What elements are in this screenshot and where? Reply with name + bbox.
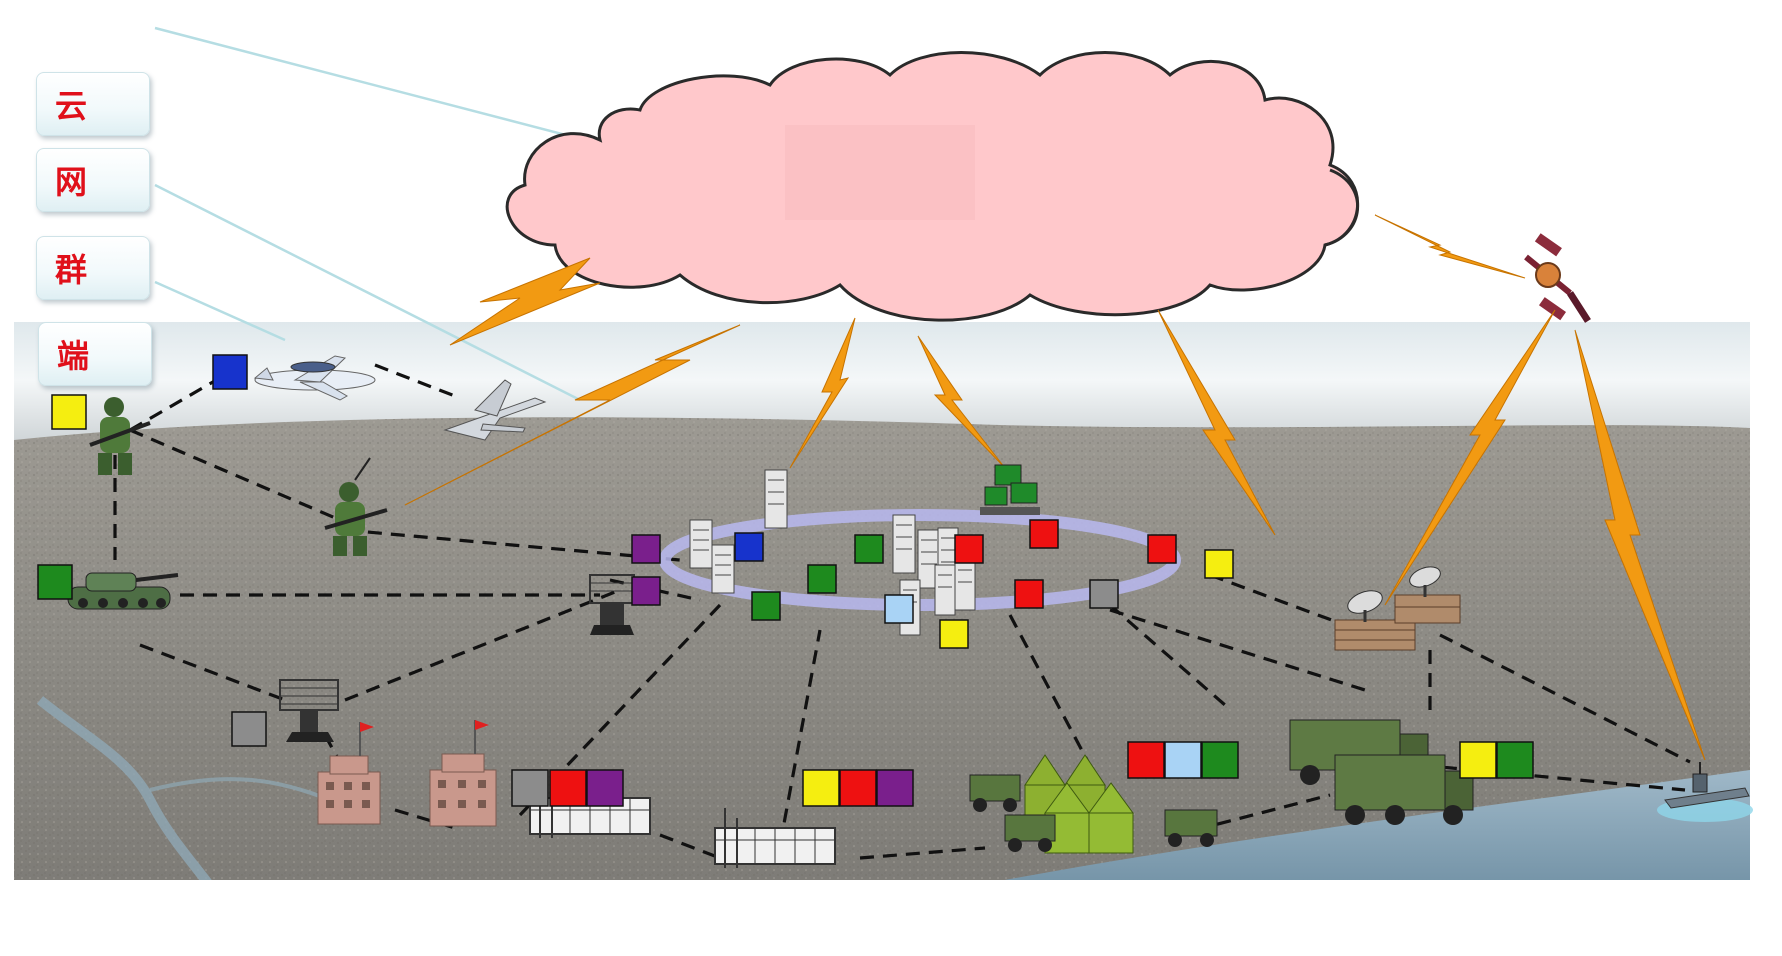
legend-terminal-label: 端 <box>57 337 90 375</box>
service-block <box>1147 534 1177 564</box>
server-rack-icon <box>934 564 956 616</box>
awacs-aircraft-icon <box>253 355 376 401</box>
radar-icon <box>279 679 339 742</box>
service-block <box>1127 741 1165 779</box>
satellite-dish-icon <box>1334 590 1416 651</box>
headquarters-building-icon <box>429 720 497 827</box>
service-block <box>1014 579 1044 609</box>
satellite-dish-icon <box>1394 566 1461 624</box>
military-truck-icon <box>969 774 1021 812</box>
legend-cloud: 云 <box>36 72 150 136</box>
service-block <box>734 532 764 562</box>
legend-cluster-label: 群 <box>55 251 88 289</box>
server-rack-icon <box>954 559 976 611</box>
terrain-background <box>0 300 1782 956</box>
headquarters-building-icon <box>317 722 381 825</box>
military-truck-icon <box>1334 754 1474 825</box>
service-blocks <box>37 354 1534 807</box>
factory-icon <box>714 808 836 868</box>
service-block <box>807 564 837 594</box>
server-rack-icon <box>892 514 916 574</box>
military-truck-icon <box>1164 809 1218 847</box>
service-block <box>511 769 549 807</box>
service-block <box>1496 741 1534 779</box>
tank-icon <box>67 572 179 610</box>
fighter-jet-icon <box>443 379 547 441</box>
service-block <box>954 534 984 564</box>
server-rack-icon <box>764 469 788 529</box>
server-rack-icon <box>689 519 713 569</box>
service-block <box>884 594 914 624</box>
service-block <box>231 711 267 747</box>
service-block <box>939 619 969 649</box>
legend-cluster: 群 <box>36 236 150 300</box>
service-block <box>549 769 587 807</box>
legend-network-label: 网 <box>55 163 88 201</box>
service-block <box>631 534 661 564</box>
satellite-icon <box>1524 233 1591 323</box>
service-block <box>1204 549 1234 579</box>
service-block <box>631 576 661 606</box>
computer-workstation-icon <box>980 464 1040 515</box>
soldier-icon <box>324 457 388 556</box>
service-block <box>876 769 914 807</box>
service-block <box>1029 519 1059 549</box>
service-block <box>1089 579 1119 609</box>
service-block <box>751 591 781 621</box>
service-block <box>37 564 73 600</box>
legend-cloud-label: 云 <box>55 87 88 125</box>
legend-terminal: 端 <box>38 322 152 386</box>
service-block <box>802 769 840 807</box>
lightning-bolt <box>1384 309 1556 606</box>
legend-pointer-lines <box>154 26 586 402</box>
aircraft-carrier-icon <box>1657 762 1753 822</box>
lightning-bolt <box>1574 329 1706 761</box>
server-rack-icon <box>711 544 735 594</box>
server-cluster <box>689 469 976 636</box>
service-block <box>1164 741 1202 779</box>
service-block <box>1459 741 1497 779</box>
lightning-bolt <box>789 317 856 469</box>
service-block <box>839 769 877 807</box>
service-block <box>51 394 87 430</box>
lightning-bolt <box>1374 214 1526 279</box>
lightning-bolt <box>449 257 601 346</box>
lightning-bolt <box>1157 309 1276 536</box>
service-block <box>586 769 624 807</box>
lightning-bolt <box>404 324 741 506</box>
tent-camp-icon <box>1024 754 1134 854</box>
service-block <box>212 354 248 390</box>
cloud-icon <box>505 51 1359 322</box>
service-block <box>1201 741 1239 779</box>
military-truck-icon <box>1004 814 1056 852</box>
legend-network: 网 <box>36 148 150 212</box>
soldier-icon <box>89 397 151 475</box>
service-block <box>854 534 884 564</box>
